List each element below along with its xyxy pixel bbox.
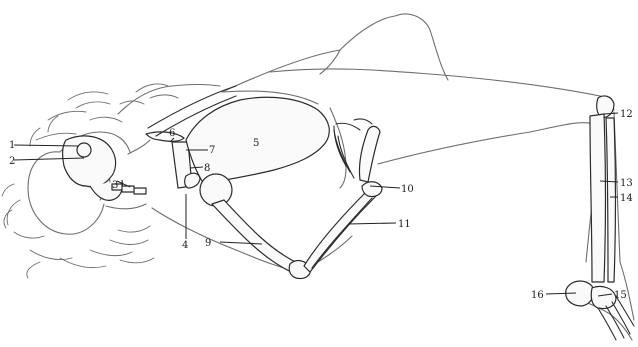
skull <box>63 136 116 187</box>
label-4: 4 <box>182 240 188 251</box>
fibula <box>606 118 616 282</box>
label-11: 11 <box>398 219 411 230</box>
label-12: 12 <box>620 109 633 120</box>
label-10: 10 <box>401 184 414 195</box>
label-15: 15 <box>614 290 627 301</box>
label-9: 9 <box>205 238 211 249</box>
eye-socket <box>77 143 91 157</box>
label-3: 3 <box>112 180 118 191</box>
label-16: 16 <box>531 290 544 301</box>
label-8: 8 <box>204 163 210 174</box>
label-1: 1 <box>9 140 15 151</box>
radius <box>304 190 376 272</box>
raised-leg-outline <box>222 14 448 92</box>
label-7: 7 <box>209 145 215 156</box>
skeleton <box>63 86 634 340</box>
clavicle <box>146 132 184 141</box>
label-6: 6 <box>169 128 175 139</box>
hand-bones <box>359 126 380 182</box>
humerus <box>212 200 300 274</box>
label-14: 14 <box>620 193 633 204</box>
humeral-head <box>200 174 232 206</box>
label-5: 5 <box>253 138 259 149</box>
tibia <box>590 114 606 282</box>
tarsals <box>591 286 616 308</box>
wrist <box>362 182 382 197</box>
label-2: 2 <box>9 156 15 167</box>
label-13: 13 <box>620 178 633 189</box>
extended-leg-top-outline <box>270 69 614 110</box>
acromion <box>185 173 200 188</box>
